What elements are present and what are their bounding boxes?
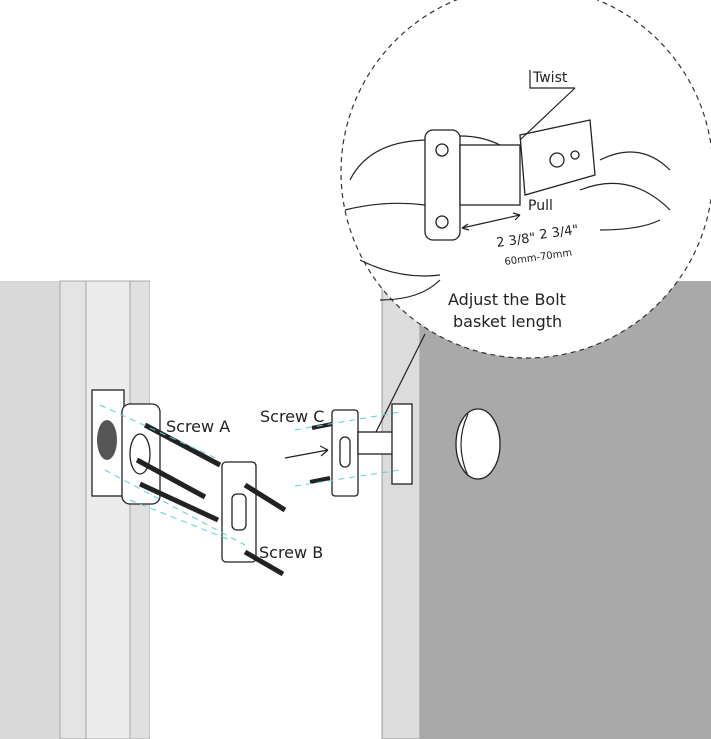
screw-a-group bbox=[135, 422, 222, 523]
door bbox=[381, 280, 711, 739]
caption-line2: basket length bbox=[453, 312, 562, 331]
frame-strike-assembly: Screw A Screw B bbox=[91, 389, 323, 577]
twist-label: Twist bbox=[532, 70, 568, 86]
insert-arrow bbox=[284, 445, 329, 459]
callout-bolt-adjust: Twist Pull 2 3/8" 2 3/4" 60mm-70mm Adjus… bbox=[340, 0, 711, 441]
screw-b-upper bbox=[243, 482, 287, 513]
size-small-label: 2 3/8" bbox=[495, 231, 536, 251]
size-large-label: 2 3/4" bbox=[538, 223, 579, 243]
callout-pointer bbox=[371, 333, 426, 441]
screw-c-label: Screw C bbox=[260, 407, 324, 426]
screw-b-label: Screw B bbox=[259, 543, 323, 562]
pull-label: Pull bbox=[528, 198, 553, 214]
screw-b-lower bbox=[243, 549, 285, 577]
caption-line1: Adjust the Bolt bbox=[448, 290, 566, 309]
door-frame bbox=[0, 280, 382, 739]
screw-a-label: Screw A bbox=[166, 417, 230, 436]
door-latch-assembly: Screw C bbox=[260, 403, 413, 497]
door-bore-hole bbox=[455, 408, 501, 480]
screw-c-lower bbox=[309, 476, 331, 484]
